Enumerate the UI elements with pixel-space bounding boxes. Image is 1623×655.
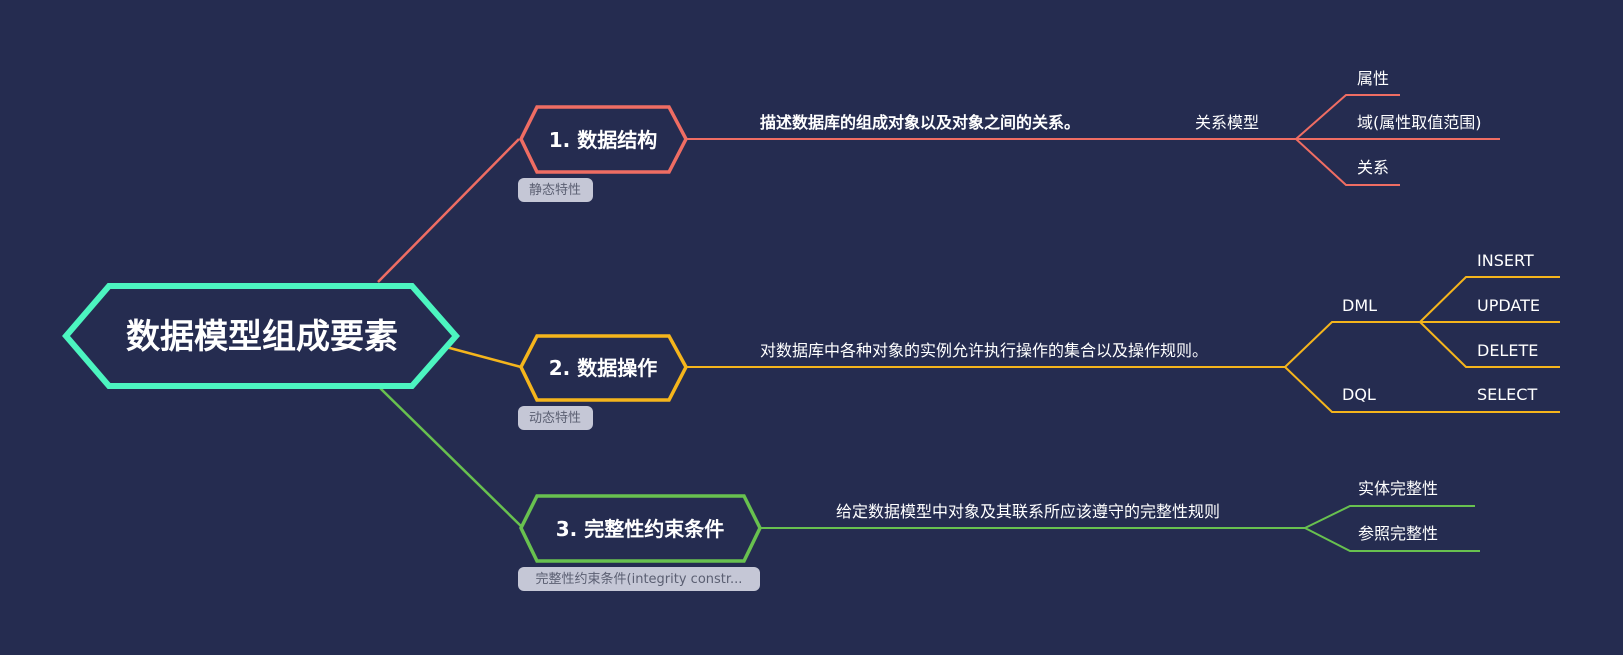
leaf-insert[interactable]: INSERT: [1477, 251, 1534, 270]
leaf-reference-integrity[interactable]: 参照完整性: [1358, 524, 1438, 543]
leaf-delete[interactable]: DELETE: [1477, 341, 1538, 360]
structure-description[interactable]: 描述数据库的组成对象以及对象之间的关系。: [760, 113, 1080, 132]
operation-title: 2. 数据操作: [549, 356, 657, 380]
root-node[interactable]: 数据模型组成要素: [62, 283, 460, 389]
branch-integrity: 3. 完整性约束条件 完整性约束条件(integrity constr... 给…: [518, 479, 1480, 591]
operation-sub-lines: [1284, 321, 1470, 413]
leaf-attribute[interactable]: 属性: [1357, 69, 1389, 88]
integrity-leaf-lines: [1304, 505, 1480, 552]
leaf-select[interactable]: SELECT: [1477, 385, 1537, 404]
structure-title: 1. 数据结构: [549, 128, 657, 152]
root-connectors: [377, 138, 524, 529]
leaf-update[interactable]: UPDATE: [1477, 296, 1540, 315]
connector-root-integrity: [379, 387, 524, 529]
branch-structure: 1. 数据结构 静态特性 描述数据库的组成对象以及对象之间的关系。 关系模型 属…: [518, 69, 1500, 202]
leaf-relation[interactable]: 关系: [1357, 158, 1389, 177]
integrity-description[interactable]: 给定数据模型中对象及其联系所应该遵守的完整性规则: [836, 502, 1220, 521]
integrity-tag[interactable]: [518, 567, 760, 591]
operation-tag[interactable]: [518, 406, 593, 430]
operation-tag-label: 动态特性: [529, 411, 581, 426]
dml-leaf-lines: [1419, 276, 1560, 413]
leaf-domain[interactable]: 域(属性取值范围): [1357, 113, 1482, 132]
dql-label[interactable]: DQL: [1342, 385, 1376, 404]
branch-operation: 2. 数据操作 动态特性 对数据库中各种对象的实例允许执行操作的集合以及操作规则…: [518, 251, 1560, 430]
structure-tag-label: 静态特性: [529, 183, 581, 198]
structure-leaf-lines: [1295, 94, 1500, 186]
dml-label[interactable]: DML: [1342, 296, 1377, 315]
relation-model-label[interactable]: 关系模型: [1195, 113, 1259, 132]
integrity-title: 3. 完整性约束条件: [556, 517, 724, 541]
connector-root-structure: [377, 138, 520, 283]
leaf-entity-integrity[interactable]: 实体完整性: [1358, 479, 1438, 498]
root-hexagon: [62, 283, 460, 389]
operation-description[interactable]: 对数据库中各种对象的实例允许执行操作的集合以及操作规则。: [760, 341, 1208, 360]
structure-tag[interactable]: [518, 178, 593, 202]
integrity-tag-label: 完整性约束条件(integrity constr...: [536, 571, 743, 587]
root-title: 数据模型组成要素: [126, 317, 398, 357]
connector-root-operation: [445, 345, 522, 369]
